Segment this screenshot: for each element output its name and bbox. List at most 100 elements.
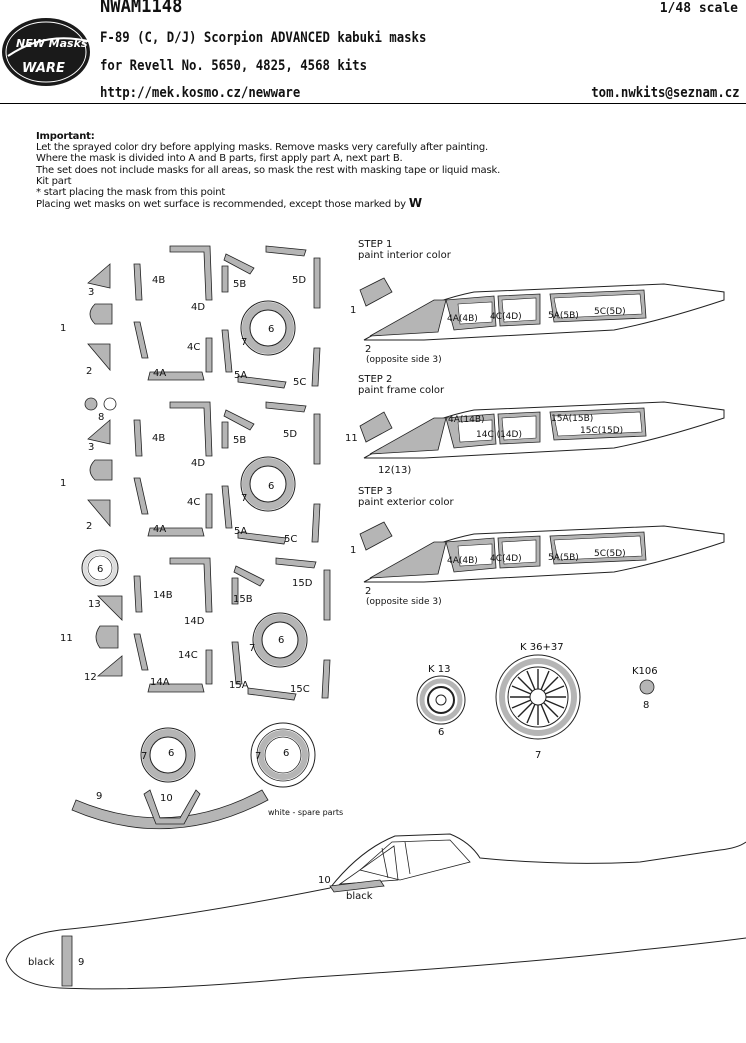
- svg-text:paint interior color: paint interior color: [358, 250, 452, 261]
- svg-text:2: 2: [86, 366, 92, 377]
- svg-text:6: 6: [268, 324, 274, 335]
- svg-text:K 13: K 13: [428, 664, 450, 675]
- svg-text:4A(4B): 4A(4B): [447, 556, 478, 566]
- header-divider: [0, 103, 746, 104]
- svg-text:7: 7: [241, 493, 247, 504]
- svg-text:15C: 15C: [290, 684, 310, 695]
- svg-text:5A(5B): 5A(5B): [548, 553, 579, 563]
- wheel-k106: K106 8: [632, 666, 658, 711]
- svg-text:1: 1: [350, 305, 356, 316]
- svg-text:5C: 5C: [284, 534, 297, 545]
- kit-numbers: for Revell No. 5650, 4825, 4568 kits: [100, 58, 368, 74]
- svg-text:13: 13: [88, 599, 101, 610]
- svg-text:9: 9: [78, 957, 84, 968]
- svg-text:black: black: [346, 891, 373, 902]
- step3: STEP 3 paint exterior color 1 4A(4B) 4C(…: [350, 486, 725, 607]
- wheel-k13: K 13 6: [416, 664, 466, 738]
- svg-text:14C (14D): 14C (14D): [476, 430, 522, 440]
- svg-text:STEP 2: STEP 2: [358, 374, 392, 385]
- svg-text:12(13): 12(13): [378, 465, 411, 476]
- note-line: Kit part: [36, 175, 72, 187]
- svg-text:9: 9: [96, 791, 102, 802]
- svg-text:10: 10: [318, 875, 331, 886]
- svg-text:6: 6: [268, 481, 274, 492]
- scale-label: 1/48 scale: [659, 1, 738, 16]
- svg-text:14D: 14D: [184, 616, 205, 627]
- svg-text:8: 8: [643, 700, 649, 711]
- mask-set-row1: [87, 245, 321, 389]
- svg-text:3: 3: [88, 442, 94, 453]
- svg-text:7: 7: [141, 751, 147, 762]
- svg-text:2: 2: [365, 344, 371, 355]
- note-line: Placing wet masks on wet surface is reco…: [36, 196, 422, 211]
- svg-text:4D: 4D: [191, 458, 205, 469]
- svg-text:5C(5D): 5C(5D): [594, 307, 626, 317]
- svg-text:7: 7: [249, 643, 255, 654]
- svg-text:11: 11: [345, 433, 358, 444]
- svg-text:4C: 4C: [187, 497, 200, 508]
- mask-set-row2: [87, 401, 321, 545]
- svg-text:14C: 14C: [178, 650, 198, 661]
- website-link[interactable]: http://mek.kosmo.cz/newware: [100, 85, 301, 101]
- note-line: The set does not include masks for all a…: [36, 164, 501, 176]
- svg-text:4C: 4C: [187, 342, 200, 353]
- svg-text:7: 7: [255, 751, 261, 762]
- svg-text:15B: 15B: [233, 594, 253, 605]
- svg-text:4B: 4B: [152, 275, 165, 286]
- svg-text:5C: 5C: [293, 377, 306, 388]
- svg-text:2: 2: [86, 521, 92, 532]
- svg-text:3: 3: [88, 287, 94, 298]
- svg-text:4D: 4D: [191, 302, 205, 313]
- important-notes: Important: Let the sprayed color dry bef…: [36, 131, 500, 210]
- wheel-k36-37: K 36+37 7: [495, 642, 581, 761]
- svg-text:8: 8: [98, 412, 104, 423]
- svg-text:1: 1: [60, 323, 66, 334]
- svg-text:K 36+37: K 36+37: [520, 642, 564, 653]
- note-line: Where the mask is divided into A and B p…: [36, 153, 403, 165]
- svg-text:10: 10: [160, 793, 173, 804]
- svg-text:4A: 4A: [153, 368, 166, 379]
- svg-text:STEP 1: STEP 1: [358, 239, 392, 250]
- svg-text:5A: 5A: [234, 526, 247, 537]
- svg-text:6: 6: [278, 635, 284, 646]
- svg-text:6: 6: [97, 564, 103, 575]
- svg-text:5B: 5B: [233, 435, 246, 446]
- svg-text:4A: 4A: [153, 524, 166, 535]
- svg-text:15A: 15A: [229, 680, 249, 691]
- svg-text:12: 12: [84, 672, 97, 683]
- note-line: * start placing the mask from this point: [36, 187, 226, 199]
- svg-text:paint exterior color: paint exterior color: [358, 497, 454, 508]
- svg-text:4A(14B): 4A(14B): [448, 415, 485, 425]
- email-link[interactable]: tom.nwkits@seznam.cz: [591, 85, 740, 101]
- step1: STEP 1 paint interior color 1 4A(4B) 4C(…: [350, 239, 725, 365]
- svg-text:4C(4D): 4C(4D): [490, 312, 522, 322]
- svg-text:6: 6: [438, 727, 444, 738]
- svg-text:15A(15B): 15A(15B): [551, 414, 593, 424]
- note-line: Let the sprayed color dry before applyin…: [36, 142, 489, 154]
- svg-text:K106: K106: [632, 666, 658, 677]
- svg-text:6: 6: [283, 748, 289, 759]
- svg-text:4C(4D): 4C(4D): [490, 554, 522, 564]
- svg-text:5C(5D): 5C(5D): [594, 549, 626, 559]
- svg-text:1: 1: [60, 478, 66, 489]
- svg-text:5A(5B): 5A(5B): [548, 311, 579, 321]
- svg-text:15C(15D): 15C(15D): [580, 426, 623, 436]
- svg-text:5D: 5D: [292, 275, 306, 286]
- svg-text:1: 1: [350, 545, 356, 556]
- svg-text:paint frame color: paint frame color: [358, 385, 445, 396]
- svg-text:5D: 5D: [283, 429, 297, 440]
- product-code: NWAM1148: [100, 0, 183, 17]
- svg-text:(opposite side 3): (opposite side 3): [366, 355, 442, 365]
- svg-text:2: 2: [365, 586, 371, 597]
- svg-text:14A: 14A: [150, 677, 170, 688]
- svg-text:4B: 4B: [152, 433, 165, 444]
- svg-text:7: 7: [535, 750, 541, 761]
- svg-text:(opposite side 3): (opposite side 3): [366, 597, 442, 607]
- logo-line2: WARE: [22, 61, 65, 76]
- svg-text:black: black: [28, 957, 55, 968]
- logo-line1: NEW Masks: [16, 37, 88, 50]
- svg-text:5A: 5A: [234, 370, 247, 381]
- svg-text:5B: 5B: [233, 279, 246, 290]
